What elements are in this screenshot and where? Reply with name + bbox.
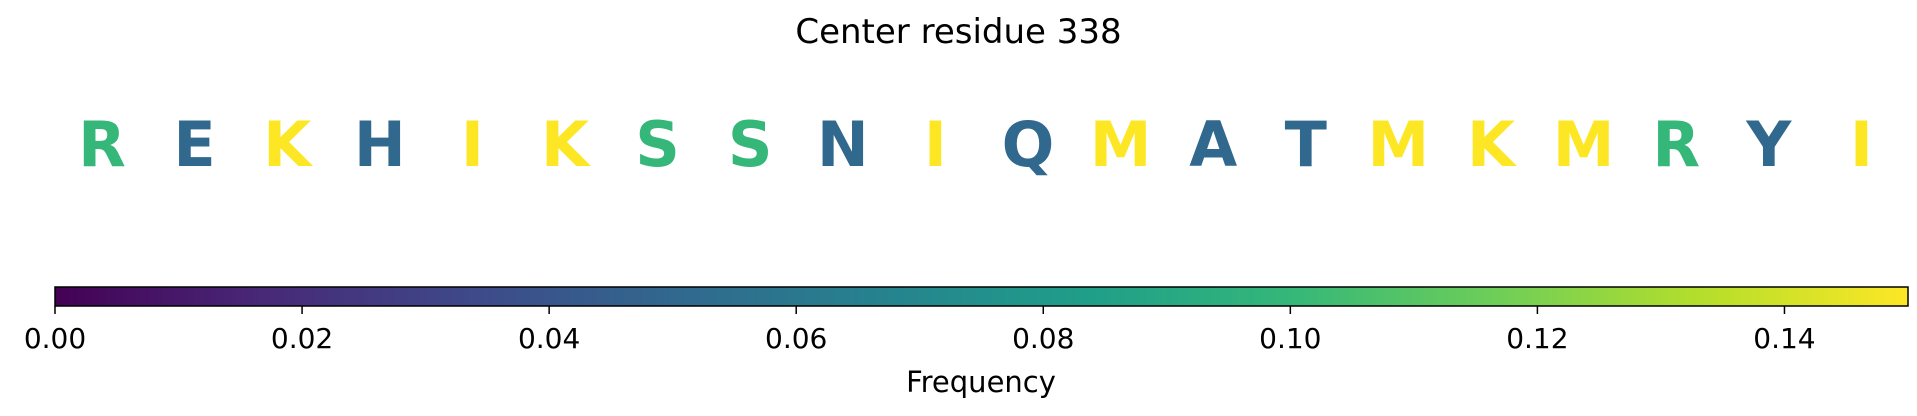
colorbar-tick-label: 0.06	[765, 322, 827, 355]
residue-letter: A	[1189, 108, 1237, 181]
residue-letter: H	[354, 108, 406, 181]
residue-letter: I	[461, 108, 484, 181]
residue-letter: N	[817, 108, 869, 181]
residue-letter: I	[924, 108, 947, 181]
residue-letter: S	[635, 108, 680, 181]
colorbar-tick-label: 0.08	[1012, 322, 1074, 355]
residue-letter: S	[728, 108, 773, 181]
colorbar-tick-label: 0.00	[24, 322, 86, 355]
residue-letter: Y	[1745, 108, 1792, 181]
residue-letter: K	[1467, 108, 1517, 181]
residue-letter: R	[78, 108, 126, 181]
colorbar-tick-label: 0.14	[1753, 322, 1815, 355]
residue-letter: M	[1553, 108, 1615, 181]
colorbar-gradient	[54, 286, 1909, 307]
colorbar-label: Frequency	[906, 365, 1056, 399]
residue-letter: I	[1850, 108, 1873, 181]
residue-letter: M	[1368, 108, 1430, 181]
colorbar-tick-label: 0.12	[1506, 322, 1568, 355]
residue-letter: T	[1285, 108, 1327, 181]
colorbar-tick-label: 0.04	[518, 322, 580, 355]
residue-letter: Q	[1002, 108, 1055, 181]
colorbar-ticks: 0.00 0.02 0.04 0.06 0.08 0.10 0.12 0.14	[24, 306, 1816, 355]
residue-letter: M	[1090, 108, 1152, 181]
residue-letter: K	[541, 108, 591, 181]
residue-letter: K	[263, 108, 313, 181]
colorbar-tick-label: 0.10	[1259, 322, 1321, 355]
residue-letter: R	[1652, 108, 1700, 181]
residue-letter: E	[173, 108, 215, 181]
chart-title: Center residue 338	[795, 12, 1122, 52]
colorbar-tick-label: 0.02	[271, 322, 333, 355]
